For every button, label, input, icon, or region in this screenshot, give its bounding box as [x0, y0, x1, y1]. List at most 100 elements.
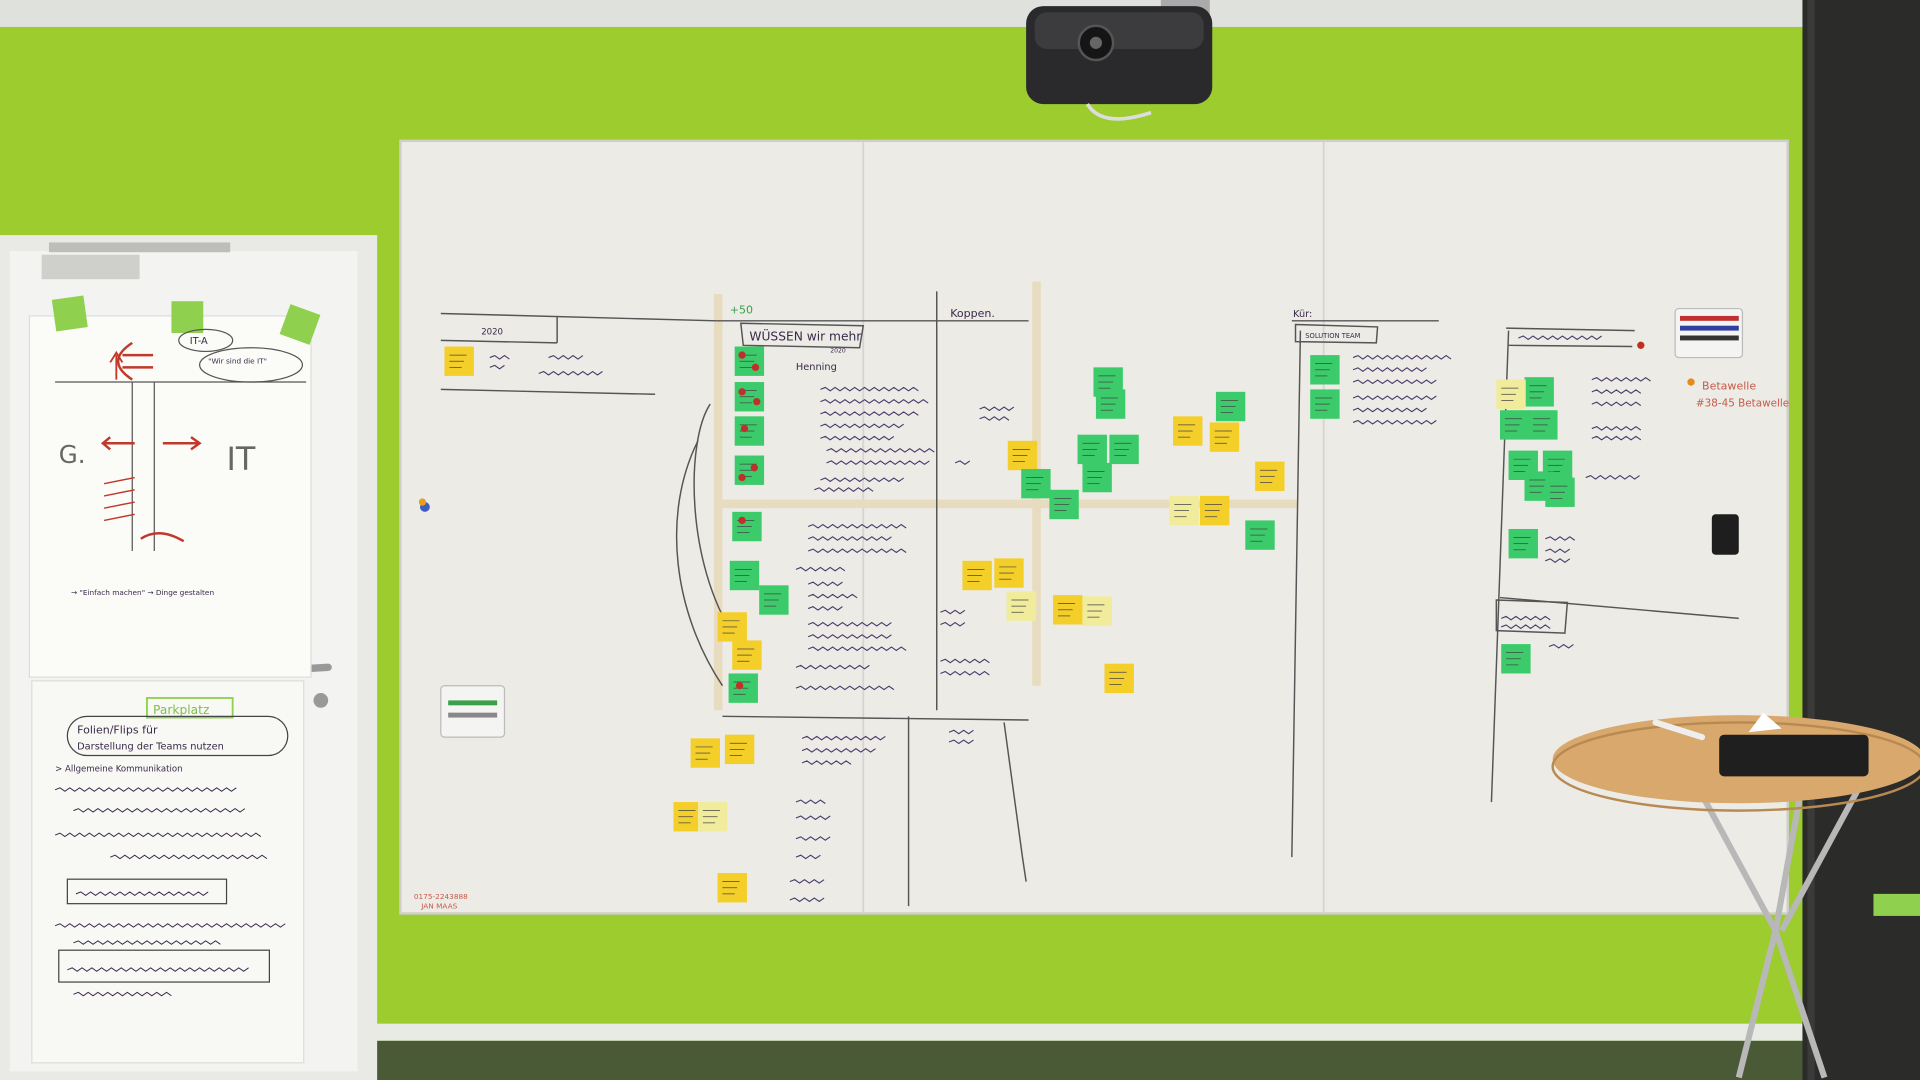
handwriting-line: [814, 487, 874, 492]
kuer-label: Kür:: [1293, 309, 1312, 320]
handwriting-line: [110, 854, 268, 860]
round-table: [1551, 712, 1920, 1079]
handwriting-line: [820, 399, 929, 404]
handwriting-line: [807, 646, 907, 652]
handwriting-line: [820, 386, 919, 392]
left-header: 2020: [481, 327, 503, 337]
center-note: Henning: [796, 362, 837, 373]
handwriting-line: [795, 854, 821, 860]
handwriting-line: [820, 423, 904, 429]
handwriting-line: [75, 891, 209, 896]
handwriting-line: [795, 815, 831, 821]
handwriting-line: [1585, 474, 1640, 480]
handwriting-line: [807, 605, 843, 611]
handwriting-line: [940, 658, 990, 664]
handwriting-line: [940, 621, 966, 627]
handwriting-line: [1545, 548, 1571, 554]
handwriting-line: [954, 460, 971, 465]
flip-letters-it: IT: [227, 440, 256, 478]
handwriting-line: [1352, 367, 1427, 372]
kappa-header: Koppen.: [950, 307, 995, 320]
handwriting-line: [979, 416, 1010, 421]
flipchart-bottom: Parkplatz Folien/Flips für Darstellung d…: [31, 680, 305, 1064]
handwriting-line: [948, 739, 974, 745]
curtain: [1802, 0, 1920, 1080]
magnet-icon: [1687, 378, 1695, 386]
dot-sticker: [753, 397, 761, 406]
handwriting-line: [548, 354, 584, 360]
handwriting-line: [807, 593, 858, 599]
door-lock: [313, 693, 329, 708]
parking-label: Parkplatz: [153, 703, 209, 717]
handwriting-line: [807, 523, 907, 529]
handwriting-line: [801, 747, 876, 753]
handwriting-line: [1352, 419, 1437, 425]
chair: [1873, 893, 1920, 916]
handwriting-line: [489, 354, 510, 360]
flip-bullet: → "Einfach machen" → Dinge gestalten: [71, 588, 214, 597]
handwriting-line: [795, 836, 831, 841]
handwriting-line: [1591, 425, 1642, 431]
handwriting-line: [1591, 401, 1642, 407]
handwriting-line: [789, 897, 825, 903]
dot-sticker: [738, 351, 746, 359]
marker-holder-icon[interactable]: [440, 685, 506, 738]
handwriting-line: [801, 735, 886, 741]
eraser-icon[interactable]: [1711, 514, 1739, 555]
handwriting-line: [948, 729, 974, 735]
handwriting-line: [940, 670, 990, 676]
handwriting-line: [1352, 395, 1437, 401]
center-header: WÜSSEN wir mehr: [749, 327, 862, 343]
dot-sticker: [751, 363, 760, 372]
handwriting-line: [807, 581, 843, 587]
dot-sticker: [738, 473, 746, 482]
flip-item2: > Allgemeine Kommunikation: [55, 764, 182, 774]
skirting-board: [0, 1023, 1920, 1041]
flip-quote: "Wir sind die IT": [208, 357, 267, 366]
handwriting-line: [54, 787, 237, 792]
handwriting-line: [1501, 615, 1551, 621]
betawelle-line2: #38-45 Betawelle: [1696, 398, 1789, 410]
flip-item1-line1: Folien/Flips für: [77, 723, 158, 736]
handwriting-line: [1352, 354, 1452, 360]
handwriting-line: [807, 548, 907, 554]
marker-holder-icon[interactable]: [1674, 307, 1744, 359]
curtain-fold: [1807, 0, 1815, 1080]
tissue-box: [1719, 734, 1869, 777]
handwriting-line: [1591, 376, 1651, 382]
handwriting-line: [73, 808, 246, 813]
handwriting-line: [807, 634, 892, 639]
handwriting-line: [1545, 558, 1571, 563]
handwriting-line: [54, 832, 262, 838]
marker-pen[interactable]: [1652, 719, 1706, 741]
handwriting-line: [1352, 407, 1427, 413]
contact-name: JAN MAAS: [420, 902, 457, 911]
contact-phone: 0175-2243888: [414, 892, 468, 901]
tape-vertical: [713, 293, 723, 711]
handwriting-line: [807, 621, 892, 627]
handwriting-line: [807, 536, 892, 541]
door-closer: [41, 254, 140, 280]
handwriting-line: [795, 685, 895, 691]
dot-sticker: [738, 516, 746, 525]
dot-sticker: [750, 464, 758, 472]
magnet-icon: [1637, 341, 1645, 349]
center-subheader: 2020: [830, 348, 846, 355]
whiteboard: 2020 +50 WÜSSEN wir mehr 2020 Henning Ko…: [399, 139, 1789, 915]
flip-bubble: IT-A: [190, 336, 208, 347]
dot-sticker: [740, 424, 749, 433]
handwriting-scribbles: [489, 335, 1651, 903]
handwriting-line: [1591, 435, 1642, 441]
betawelle-line1: Betawelle: [1702, 379, 1756, 392]
flip-item1-line2: Darstellung der Teams nutzen: [77, 741, 224, 752]
handwriting-line: [789, 879, 825, 884]
center-count: +50: [730, 303, 753, 316]
handwriting-line: [795, 566, 846, 572]
handwriting-line: [54, 923, 286, 928]
handwriting-line: [801, 760, 852, 765]
handwriting-line: [1352, 379, 1437, 385]
handwriting-line: [795, 799, 826, 805]
handwriting-line: [820, 411, 919, 417]
handwriting-line: [67, 967, 249, 972]
